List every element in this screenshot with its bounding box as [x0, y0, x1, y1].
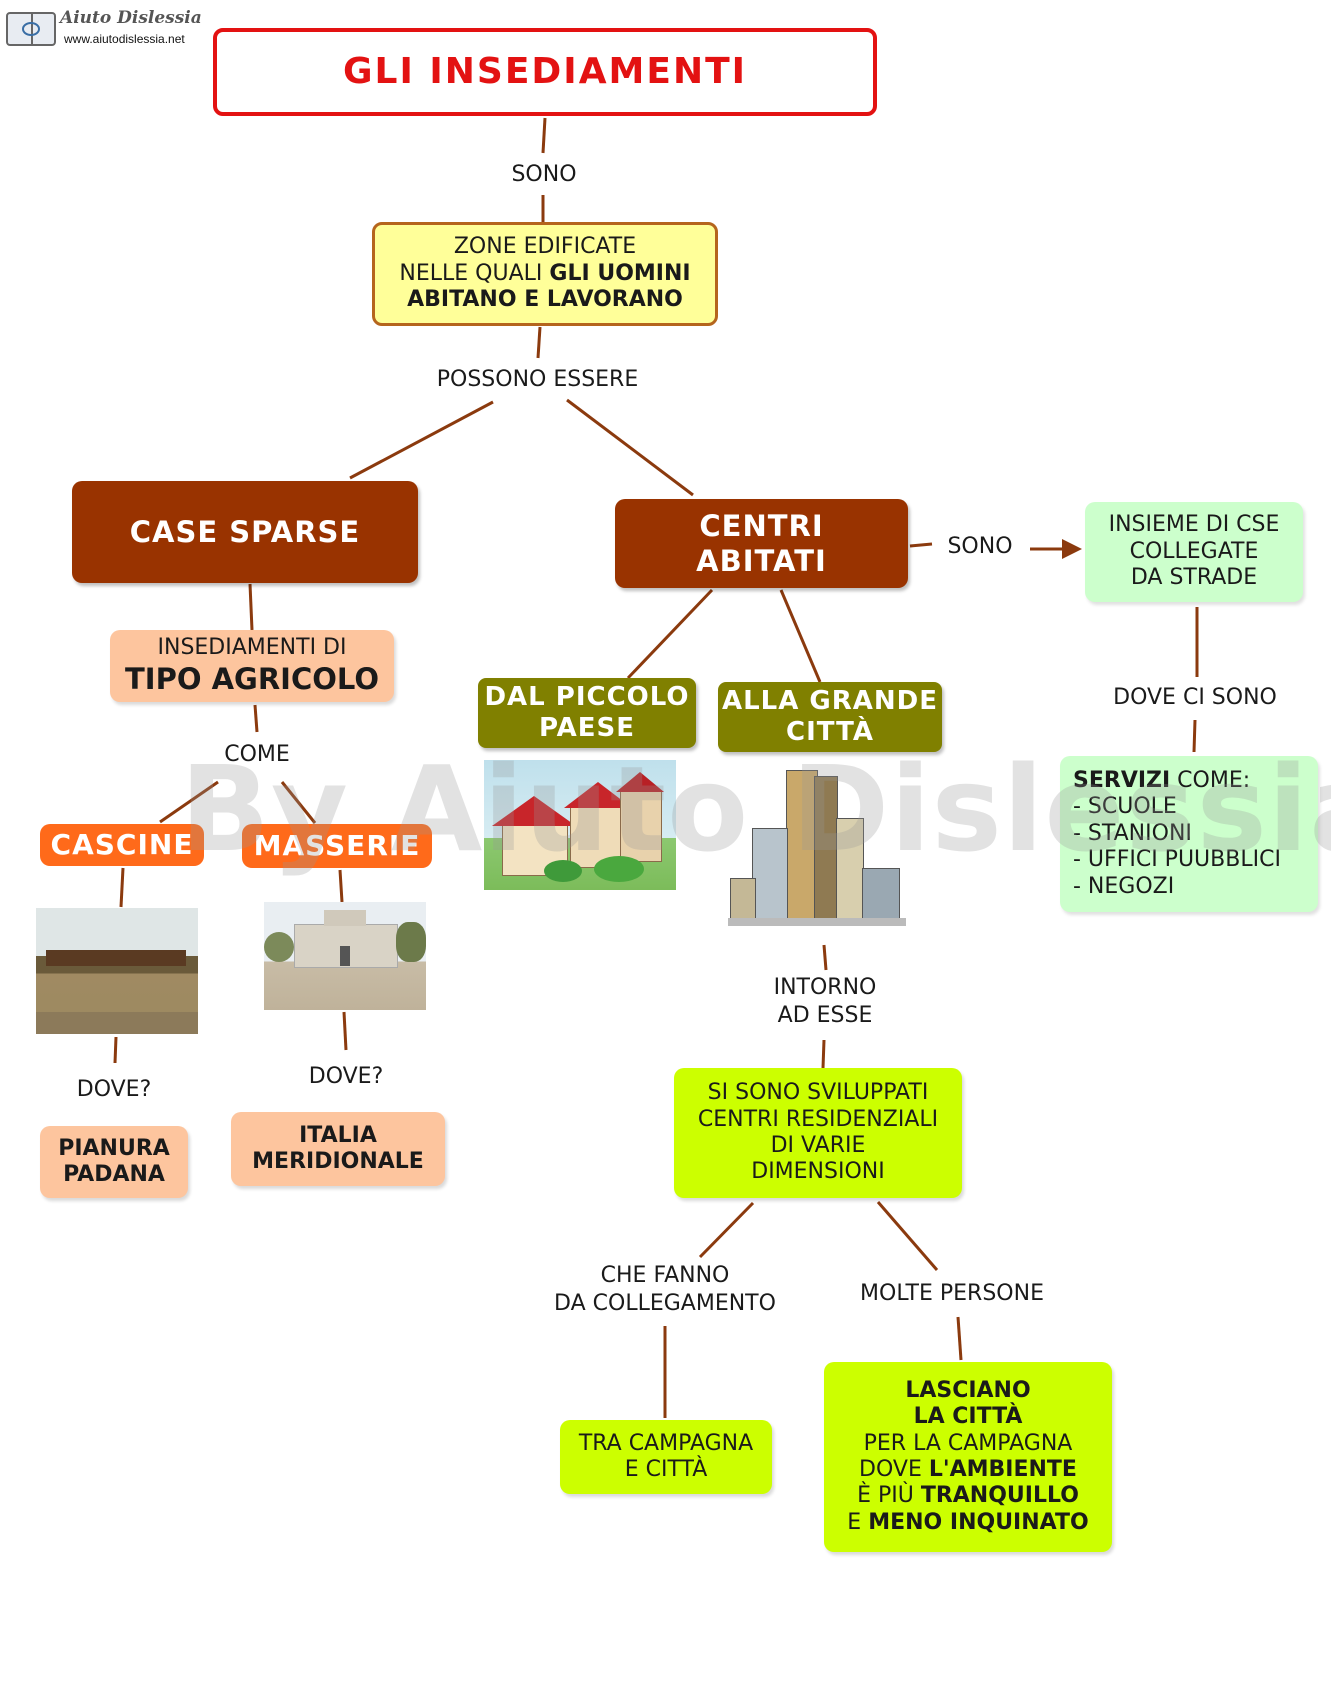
centri-line2: ABITATI	[696, 543, 827, 578]
line-possono-case	[349, 400, 494, 480]
insediamenti-line1: INSEDIAMENTI DI	[157, 635, 347, 661]
masseria-photo	[264, 902, 426, 1010]
case-sparse-box: CASE SPARSE	[72, 481, 418, 583]
line-centri-sono	[909, 542, 933, 548]
servizi-item: - UFFICI PUUBBLICI	[1073, 847, 1281, 873]
grande-citta-box: ALLA GRANDE CITTÀ	[718, 682, 942, 752]
line-svil-molte	[876, 1201, 939, 1271]
line-centri-grande	[779, 589, 822, 683]
insieme-line3: DA STRADE	[1130, 565, 1258, 591]
zone-edificate-box: ZONE EDIFICATE NELLE QUALI GLI UOMINI AB…	[372, 222, 718, 326]
zone-line2: NELLE QUALI GLI UOMINI	[399, 260, 691, 286]
svil-line1: SI SONO SVILUPPATI	[707, 1080, 929, 1106]
link-sono-right: SONO	[947, 534, 1013, 559]
link-molte-persone: MOLTE PERSONE	[860, 1281, 1044, 1306]
grande-line1: ALLA GRANDE	[721, 685, 939, 716]
line-cascine-photo	[119, 867, 125, 908]
line-case-ins	[248, 583, 254, 631]
lasciano-line5: È PIÙ TRANQUILLO	[857, 1483, 1079, 1509]
logo-url: www.aiutodislessia.net	[64, 32, 185, 46]
link-come: COME	[224, 742, 290, 767]
link-possono-essere: POSSONO ESSERE	[436, 367, 639, 392]
lasciano-line1: LASCIANO	[905, 1377, 1031, 1403]
page-title: GLI INSEDIAMENTI	[213, 28, 877, 116]
line-dove-servizi	[1192, 719, 1197, 753]
campagna-line2: E CITTÀ	[624, 1457, 708, 1482]
line-masserie-photo	[338, 869, 344, 903]
line-come-masserie	[280, 781, 317, 824]
che-fanno-line2: DA COLLEGAMENTO	[554, 1291, 776, 1316]
servizi-heading: SERVIZI COME:	[1073, 768, 1251, 794]
link-dove-mid: DOVE?	[308, 1064, 384, 1089]
italia-line1: ITALIA	[299, 1122, 377, 1148]
piccolo-paese-box: DAL PICCOLO PAESE	[478, 678, 696, 748]
svil-line3: DI VARIE	[770, 1133, 866, 1158]
lasciano-line6: E MENO INQUINATO	[847, 1509, 1089, 1535]
line-molte-lasciano	[956, 1316, 963, 1361]
line-come-cascine	[159, 780, 219, 824]
italia-line2: MERIDIONALE	[252, 1149, 424, 1174]
link-dove-left: DOVE?	[76, 1077, 152, 1102]
italia-box: ITALIA MERIDIONALE	[231, 1112, 445, 1186]
intorno-line2: AD ESSE	[777, 1003, 873, 1028]
centri-line1: CENTRI	[699, 508, 824, 543]
campagna-line1: TRA CAMPAGNA	[578, 1430, 754, 1456]
svil-line4: DIMENSIONI	[751, 1159, 885, 1185]
intorno-line1: INTORNO	[773, 975, 877, 1000]
lasciano-line4: DOVE L'AMBIENTE	[859, 1457, 1077, 1482]
line-title-sono	[541, 117, 547, 154]
grande-line2: CITTÀ	[786, 717, 874, 747]
line-ins-come	[253, 704, 259, 733]
che-fanno-line1: CHE FANNO	[600, 1263, 730, 1288]
link-sono: SONO	[511, 162, 577, 187]
line-photo-dove-mid	[342, 1011, 348, 1051]
line-centri-piccolo	[626, 588, 714, 680]
line-svil-chefanno	[698, 1201, 755, 1259]
line-photo-dove-left	[113, 1036, 118, 1064]
lasciano-line2: LA CITTÀ	[913, 1404, 1023, 1430]
svil-line2: CENTRI RESIDENZIALI	[697, 1106, 939, 1132]
logo-name: Aiuto Dislessia	[60, 8, 202, 28]
pianura-box: PIANURA PADANA	[40, 1126, 188, 1198]
logo: Aiuto Dislessia www.aiutodislessia.net	[6, 8, 202, 52]
sviluppati-box: SI SONO SVILUPPATI CENTRI RESIDENZIALI D…	[674, 1068, 962, 1198]
insieme-box: INSIEME DI CSE COLLEGATE DA STRADE	[1085, 502, 1303, 602]
pianura-line2: PADANA	[63, 1162, 165, 1187]
lasciano-box: LASCIANO LA CITTÀ PER LA CAMPAGNA DOVE L…	[824, 1362, 1112, 1552]
campagna-box: TRA CAMPAGNA E CITTÀ	[560, 1420, 772, 1494]
insieme-line1: INSIEME DI CSE	[1108, 512, 1280, 538]
insediamenti-box: INSEDIAMENTI DI TIPO AGRICOLO	[110, 630, 394, 702]
line-city-intorno	[822, 944, 828, 971]
line-zone-possono	[536, 326, 542, 359]
piccolo-line1: DAL PICCOLO	[484, 681, 690, 712]
insieme-line2: COLLEGATE	[1129, 538, 1259, 564]
village-illustration	[484, 760, 676, 890]
servizi-item: - SCUOLE	[1073, 794, 1177, 820]
pianura-line1: PIANURA	[58, 1135, 170, 1161]
link-che-fanno: CHE FANNO DA COLLEGAMENTO	[540, 1262, 790, 1318]
link-intorno: INTORNO AD ESSE	[740, 974, 910, 1030]
lasciano-line3: PER LA CAMPAGNA	[863, 1430, 1073, 1456]
watermark: By Aiuto Dislessia.net	[180, 740, 1331, 878]
servizi-item: - NEGOZI	[1073, 873, 1175, 899]
line-possono-centri	[566, 398, 694, 497]
masserie-box: MASSERIE	[242, 824, 432, 868]
line-intorno-svil	[821, 1039, 826, 1069]
arrow-head	[1062, 539, 1082, 559]
cascine-box: CASCINE	[40, 824, 204, 866]
centri-abitati-box: CENTRI ABITATI	[615, 499, 908, 588]
zone-line3: ABITANO E LAVORANO	[407, 287, 683, 313]
insediamenti-line2: TIPO AGRICOLO	[125, 661, 379, 696]
zone-line1: ZONE EDIFICATE	[453, 234, 637, 260]
city-illustration	[728, 768, 906, 926]
cascina-photo	[36, 908, 198, 1034]
zone-line2-bold: GLI UOMINI	[549, 260, 691, 286]
book-icon	[6, 12, 56, 46]
servizi-item: - STANIONI	[1073, 820, 1192, 846]
servizi-box: SERVIZI COME: - SCUOLE - STANIONI - UFFI…	[1060, 756, 1318, 912]
piccolo-line2: PAESE	[538, 713, 636, 743]
link-dove-ci-sono: DOVE CI SONO	[1113, 685, 1277, 710]
